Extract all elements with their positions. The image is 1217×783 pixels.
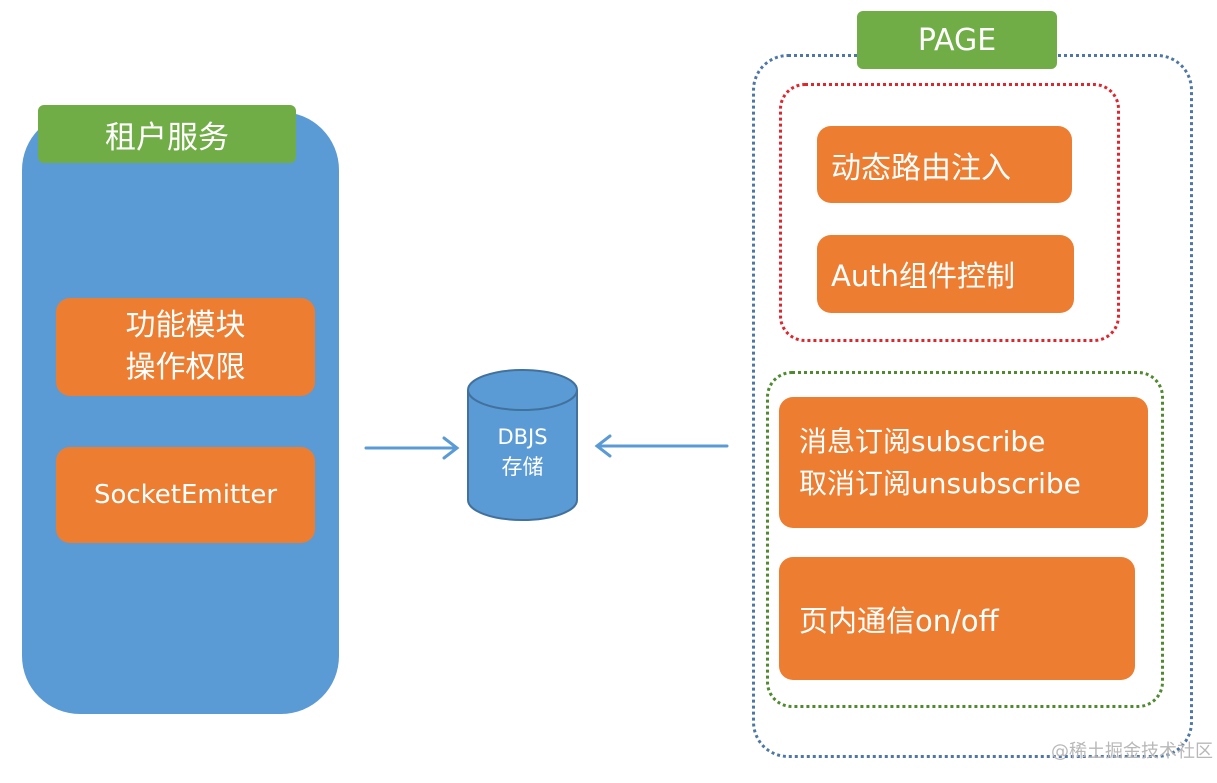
tenant-service-title: 租户服务 bbox=[38, 105, 296, 163]
in-page-communication-box: 页内通信on/off bbox=[779, 557, 1135, 680]
page-title: PAGE bbox=[857, 11, 1057, 69]
tenant-service-panel bbox=[22, 112, 339, 714]
dbjs-storage-label: DBJS 存储 bbox=[466, 422, 579, 482]
subscribe-label: 消息订阅subscribe bbox=[799, 424, 1046, 458]
storage-label: 存储 bbox=[501, 455, 544, 479]
socket-emitter-box: SocketEmitter bbox=[56, 447, 315, 543]
subscribe-box: 消息订阅subscribe 取消订阅unsubscribe bbox=[779, 397, 1148, 528]
in-page-communication-label: 页内通信on/off bbox=[799, 603, 999, 638]
messaging-group bbox=[766, 371, 1164, 708]
routing-auth-group bbox=[779, 83, 1120, 342]
tenant-to-storage-arrow bbox=[364, 436, 460, 460]
operation-permission-label: 操作权限 bbox=[125, 350, 246, 385]
watermark: @稀土掘金技术社区 bbox=[1051, 741, 1213, 762]
page-to-storage-arrow bbox=[594, 434, 729, 458]
auth-control-label: Auth组件控制 bbox=[831, 259, 1015, 293]
function-module-label: 功能模块 bbox=[125, 308, 246, 343]
auth-control-box: Auth组件控制 bbox=[817, 235, 1074, 313]
function-permission-box: 功能模块 操作权限 bbox=[56, 298, 315, 396]
socket-emitter-label: SocketEmitter bbox=[93, 480, 278, 510]
dynamic-route-box: 动态路由注入 bbox=[817, 126, 1072, 203]
dbjs-label: DBJS bbox=[497, 425, 548, 449]
database-icon bbox=[467, 369, 578, 521]
dynamic-route-label: 动态路由注入 bbox=[831, 150, 1011, 186]
unsubscribe-label: 取消订阅unsubscribe bbox=[799, 466, 1081, 500]
